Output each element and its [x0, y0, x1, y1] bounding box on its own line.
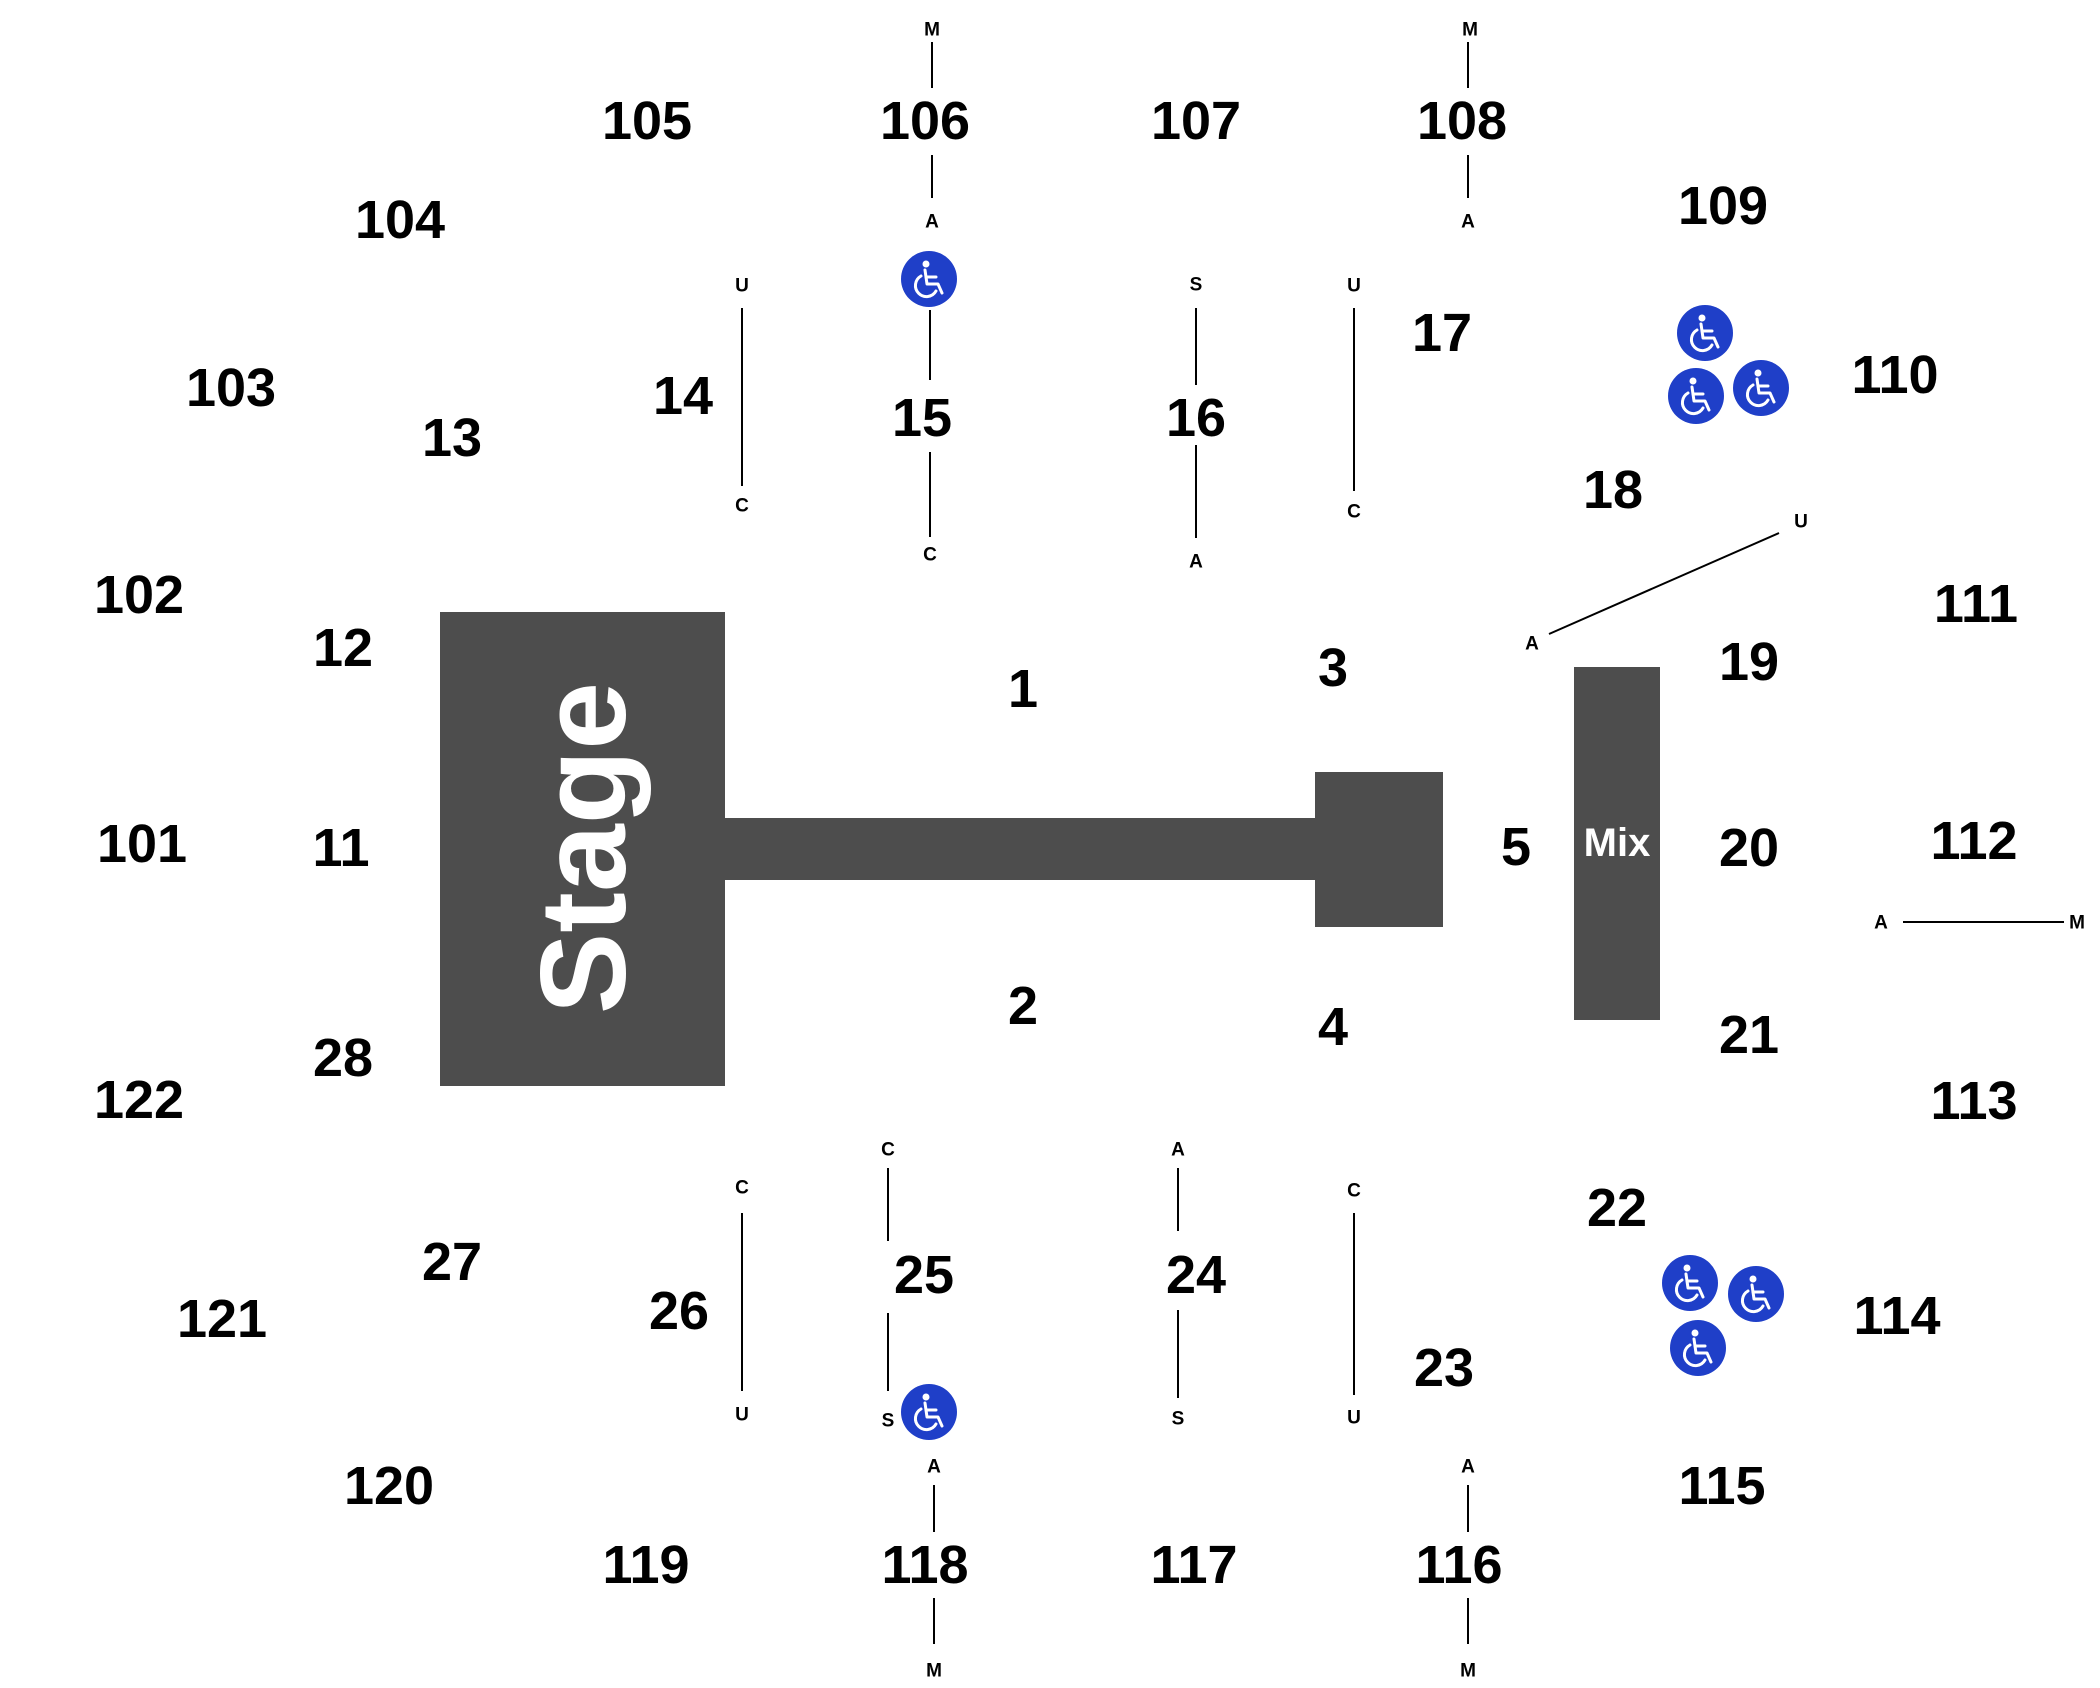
wheelchair-icon [1660, 1253, 1720, 1313]
row-marker-24-bottom: S [1172, 1409, 1185, 1430]
wheelchair-icon [1666, 366, 1726, 426]
row-marker-14-bottom: C [735, 496, 749, 517]
section-21[interactable]: 21 [1719, 1005, 1779, 1065]
section-116[interactable]: 116 [1415, 1535, 1502, 1595]
row-marker-116-bottom: M [1460, 1661, 1476, 1682]
row-marker-18-bottom: A [1525, 634, 1539, 655]
row-marker-25-bottom: S [882, 1411, 895, 1432]
section-104[interactable]: 104 [355, 190, 445, 250]
row-marker-106-bottom: A [925, 212, 939, 233]
section-103[interactable]: 103 [186, 358, 276, 418]
section-112[interactable]: 112 [1930, 811, 2017, 871]
row-marker-118-top: A [927, 1457, 941, 1478]
section-24[interactable]: 24 [1166, 1245, 1226, 1305]
section-114[interactable]: 114 [1853, 1286, 1940, 1346]
section-119[interactable]: 119 [602, 1535, 689, 1595]
section-105[interactable]: 105 [602, 91, 692, 151]
row-marker-16-bottom: A [1189, 552, 1203, 573]
upper-bowl-sections[interactable]: 101 102 103 104 105 106 107 108 109 110 … [94, 91, 2018, 1595]
section-2[interactable]: 2 [1008, 976, 1038, 1036]
section-16[interactable]: 16 [1166, 388, 1226, 448]
section-117[interactable]: 117 [1150, 1535, 1237, 1595]
mix-label: Mix [1584, 821, 1651, 865]
row-marker-112-left: A [1874, 913, 1888, 934]
row-marker-108-bottom: A [1461, 212, 1475, 233]
wheelchair-icon [1675, 303, 1735, 363]
row-marker-16-top: S [1190, 275, 1203, 296]
row-marker-26-top: C [735, 1178, 749, 1199]
section-115[interactable]: 115 [1678, 1456, 1765, 1516]
section-25[interactable]: 25 [894, 1245, 954, 1305]
row-marker-106-top: M [924, 20, 940, 41]
section-17[interactable]: 17 [1412, 303, 1472, 363]
section-118[interactable]: 118 [881, 1535, 968, 1595]
section-101[interactable]: 101 [97, 814, 187, 874]
section-4[interactable]: 4 [1318, 997, 1348, 1057]
section-121[interactable]: 121 [177, 1289, 267, 1349]
row-marker-108-top: M [1462, 20, 1478, 41]
row-markers: M A M A U C C S A U C A U A M C U C S A … [735, 20, 2085, 1682]
section-18[interactable]: 18 [1583, 460, 1643, 520]
section-108[interactable]: 108 [1417, 91, 1507, 151]
section-122[interactable]: 122 [94, 1070, 184, 1130]
floor-sections[interactable]: 1 2 3 4 5 [1008, 638, 1531, 1057]
section-14[interactable]: 14 [653, 366, 713, 426]
wheelchair-icon [1726, 1264, 1786, 1324]
wheelchair-icon [1731, 358, 1791, 418]
row-marker-15-bottom: C [923, 545, 937, 566]
section-23[interactable]: 23 [1414, 1338, 1474, 1398]
mix-booth: Mix [1574, 667, 1660, 1020]
section-20[interactable]: 20 [1719, 818, 1779, 878]
stage-label: Stage [515, 682, 651, 1014]
wheelchair-icon [1668, 1318, 1728, 1378]
section-109[interactable]: 109 [1678, 176, 1768, 236]
section-28[interactable]: 28 [313, 1028, 373, 1088]
wheelchair-icon [899, 1382, 959, 1442]
section-106[interactable]: 106 [880, 91, 970, 151]
row-marker-23-bottom: U [1347, 1408, 1361, 1429]
lower-bowl-sections[interactable]: 11 12 13 14 15 16 17 18 19 20 21 22 23 2… [312, 303, 1779, 1398]
section-107[interactable]: 107 [1151, 91, 1241, 151]
section-15[interactable]: 15 [892, 388, 952, 448]
row-marker-112-right: M [2069, 913, 2085, 934]
row-marker-24-top: A [1171, 1140, 1185, 1161]
section-102[interactable]: 102 [94, 565, 184, 625]
stage: Stage [440, 612, 1443, 1086]
section-26[interactable]: 26 [649, 1281, 709, 1341]
row-marker-116-top: A [1461, 1457, 1475, 1478]
row-marker-118-bottom: M [926, 1661, 942, 1682]
section-5[interactable]: 5 [1501, 817, 1531, 877]
section-110[interactable]: 110 [1851, 345, 1938, 405]
row-marker-18-top: U [1794, 512, 1808, 533]
section-13[interactable]: 13 [422, 408, 482, 468]
wheelchair-icon [899, 249, 959, 309]
section-113[interactable]: 113 [1930, 1071, 2017, 1131]
section-12[interactable]: 12 [313, 618, 373, 678]
row-marker-14-top: U [735, 276, 749, 297]
section-11[interactable]: 11 [312, 818, 369, 878]
section-19[interactable]: 19 [1719, 632, 1779, 692]
section-120[interactable]: 120 [344, 1456, 434, 1516]
row-marker-26-bottom: U [735, 1405, 749, 1426]
section-22[interactable]: 22 [1587, 1178, 1647, 1238]
row-marker-25-top: C [881, 1140, 895, 1161]
section-1[interactable]: 1 [1008, 659, 1038, 719]
section-27[interactable]: 27 [422, 1232, 482, 1292]
row-guides [741, 42, 2064, 1644]
section-3[interactable]: 3 [1318, 638, 1348, 698]
row-marker-17-top: U [1347, 276, 1361, 297]
section-111[interactable]: 111 [1934, 574, 2018, 634]
row-marker-23-top: C [1347, 1181, 1361, 1202]
row-marker-17-bottom: C [1347, 502, 1361, 523]
